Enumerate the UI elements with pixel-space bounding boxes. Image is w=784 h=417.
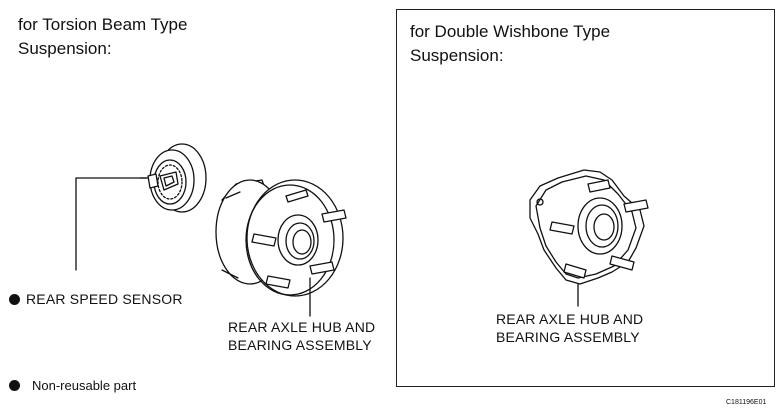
- figure-code: C181196E01: [726, 399, 767, 406]
- right-hub-label-line1: REAR AXLE HUB AND: [496, 311, 644, 327]
- left-hub-label-line1: REAR AXLE HUB AND: [228, 319, 376, 335]
- left-hub-wheel-studs: [251, 189, 347, 289]
- speed-sensor-leader-line: [75, 177, 147, 271]
- non-reusable-bullet-icon: [9, 293, 20, 305]
- right-hub-wheel-studs: [549, 179, 649, 279]
- left-rear-axle-hub-illustration: [215, 179, 347, 297]
- legend: Non-reusable part: [9, 378, 136, 394]
- double-wishbone-heading-line1: for Double Wishbone Type: [410, 22, 611, 41]
- right-rear-axle-hub-illustration: [529, 169, 649, 285]
- rear-speed-sensor-label: REAR SPEED SENSOR: [9, 291, 183, 308]
- legend-text: Non-reusable part: [32, 378, 137, 393]
- legend-bullet-icon: [9, 380, 20, 392]
- left-hub-label-line2: BEARING ASSEMBLY: [228, 337, 372, 353]
- rear-speed-sensor-illustration: [139, 143, 207, 213]
- torsion-beam-heading-line1: for Torsion Beam Type: [18, 15, 188, 34]
- torsion-beam-heading-line2: Suspension:: [18, 39, 112, 58]
- right-hub-label-line2: BEARING ASSEMBLY: [496, 329, 640, 345]
- rear-speed-sensor-text: REAR SPEED SENSOR: [26, 291, 183, 307]
- double-wishbone-panel-frame: [396, 9, 775, 387]
- double-wishbone-heading-line2: Suspension:: [410, 46, 504, 65]
